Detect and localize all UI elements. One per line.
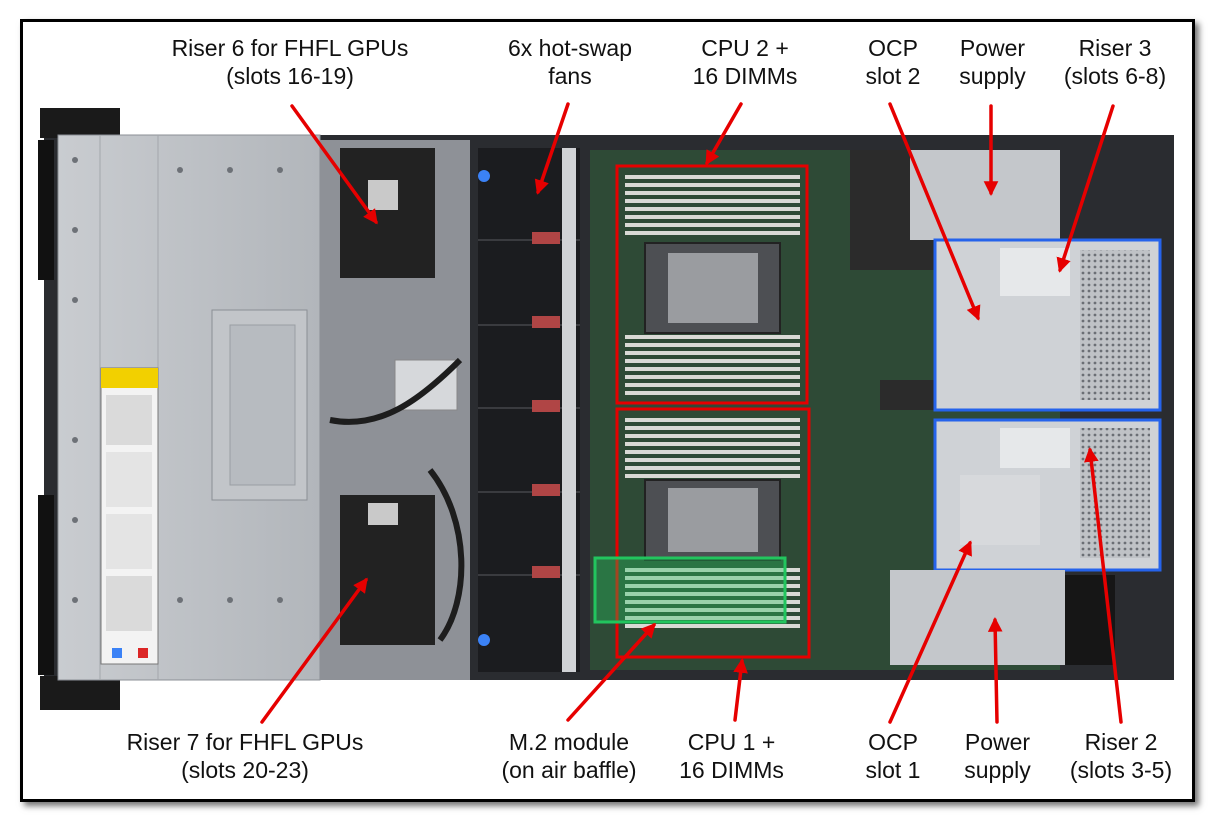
dimm-slot (625, 199, 800, 203)
cpu2-highlight-box (615, 164, 809, 405)
dimm-slot (625, 183, 800, 187)
arrow-riser6 (290, 104, 378, 225)
dimm-slot (625, 584, 800, 588)
psu-bottom (890, 570, 1065, 665)
label-cpu1: CPU 1 + 16 DIMMs (679, 729, 784, 783)
arrow-riser7 (260, 577, 368, 724)
label-riser7: Riser 7 for FHFL GPUs (slots 20-23) (126, 729, 364, 783)
dimm-slot (625, 215, 800, 219)
dimm-slot (625, 335, 800, 339)
label-ocp2: OCP slot 2 (865, 35, 921, 89)
arrow-cpu1 (733, 658, 748, 722)
arrow-ocp1 (888, 540, 972, 724)
label-psu-top: Power supply (959, 35, 1026, 89)
dimm-slot (625, 442, 800, 446)
dimm-slot (625, 367, 800, 371)
front-handle-bottom (38, 495, 54, 675)
dimm-slot (625, 175, 800, 179)
dimm-slot (625, 207, 800, 211)
dimm-slot (625, 359, 800, 363)
arrow-ocp2 (888, 102, 981, 321)
label-ocp1: OCP slot 1 (865, 729, 921, 783)
dimm-slots (625, 175, 800, 628)
cpu1-highlight-box (615, 407, 811, 659)
dimm-slot (625, 426, 800, 430)
label-riser2: Riser 2 (slots 3-5) (1069, 729, 1173, 783)
arrow-psu-bottom (987, 617, 1003, 724)
dimm-slot (625, 375, 800, 379)
psu-top (910, 150, 1060, 240)
dimm-slot (625, 418, 800, 422)
arrow-riser3 (1056, 104, 1115, 273)
ocp-slot1 (960, 475, 1040, 545)
dimm-slot (625, 450, 800, 454)
m2-module-highlight (593, 556, 787, 624)
dimm-slot (625, 434, 800, 438)
label-fans: 6x hot-swap fans (507, 35, 632, 89)
arrow-m2 (566, 622, 656, 722)
dimm-slot (625, 223, 800, 227)
label-m2: M.2 module (on air baffle) (501, 729, 637, 783)
dimm-slot (625, 576, 800, 580)
dimm-slot (625, 391, 800, 395)
arrow-cpu2 (705, 102, 743, 166)
dimm-slot (625, 383, 800, 387)
dimm-slot (625, 616, 800, 620)
dimm-slot (625, 466, 800, 470)
label-riser6: Riser 6 for FHFL GPUs (slots 16-19) (171, 35, 409, 89)
dimm-slot (625, 592, 800, 596)
dimm-slot (625, 231, 800, 235)
riser6-cage (340, 148, 435, 278)
dimm-slot (625, 600, 800, 604)
server-chassis (38, 108, 1174, 710)
label-psu-bottom: Power supply (964, 729, 1031, 783)
dimm-slot (625, 624, 800, 628)
dimm-slot (625, 608, 800, 612)
arrow-riser2 (1084, 447, 1123, 724)
dimm-slot (625, 474, 800, 478)
dimm-slot (625, 568, 800, 572)
dimm-slot (625, 351, 800, 355)
arrow-fans (534, 102, 570, 195)
front-handle-top (38, 140, 54, 280)
dimm-slot (625, 191, 800, 195)
label-riser3: Riser 3 (slots 6-8) (1063, 35, 1167, 89)
dimm-slot (625, 343, 800, 347)
dimm-slot (625, 458, 800, 462)
label-cpu2: CPU 2 + 16 DIMMs (692, 35, 798, 89)
